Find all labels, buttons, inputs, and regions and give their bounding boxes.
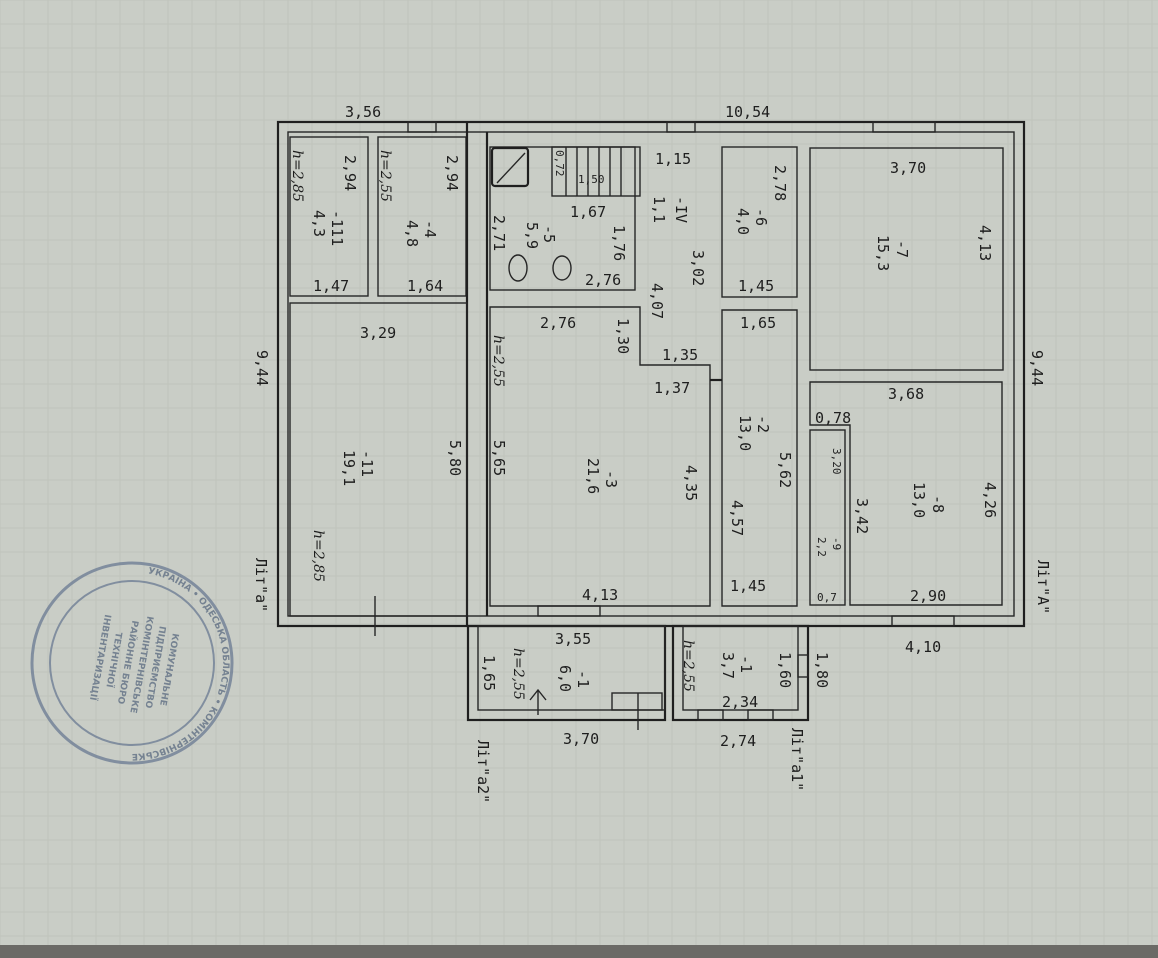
room-3-number: -3 (602, 470, 620, 488)
shower-icon (490, 146, 530, 188)
room-7-width: 3,70 (890, 159, 926, 177)
a2-number: -1 (574, 670, 592, 688)
room-9-area: 2,2 (815, 537, 828, 557)
room-3-width-bottom: 4,13 (582, 586, 618, 604)
room-5-side: 1,76 (610, 225, 628, 261)
room-4-width: 1,64 (407, 277, 443, 295)
room-2-width-bottom: 1,45 (730, 577, 766, 595)
a2-area: 6,0 (556, 665, 574, 692)
room-3-length-left: 5,65 (490, 440, 508, 476)
stairs-number: -IV (672, 196, 690, 223)
room-8-area: 13,0 (910, 482, 928, 518)
stairs-length: 1,50 (578, 173, 605, 186)
room-4-height: h=2,55 (377, 150, 393, 202)
room-5-area: 5,9 (523, 222, 541, 249)
room-111-height: h=2,85 (289, 150, 305, 202)
room-3-length-right: 4,35 (682, 465, 700, 501)
sink-icon (552, 255, 572, 281)
a1-height: h=2,55 (680, 640, 696, 692)
room-2-length: 5,62 (776, 452, 794, 488)
bottom-edge (0, 945, 1158, 958)
room-11-height: h=2,85 (310, 530, 326, 582)
dim-bottom-right: 4,10 (905, 638, 941, 656)
litera-A: Літ"А" (1034, 560, 1052, 614)
room-2-area: 13,0 (736, 415, 754, 451)
room-11-width: 3,29 (360, 324, 396, 342)
a1-number: -1 (737, 655, 755, 673)
room-11-area: 19,1 (340, 450, 358, 486)
dim-top-left: 3,56 (345, 103, 381, 121)
room-3-area: 21,6 (584, 458, 602, 494)
a2-width-outer: 3,70 (563, 730, 599, 748)
room-11-number: -11 (358, 450, 376, 477)
room-4-length: 2,94 (443, 155, 461, 191)
stairs (565, 147, 622, 196)
a1-width: 2,34 (722, 693, 758, 711)
room-111-length: 2,94 (341, 155, 359, 191)
room-6-length: 2,78 (771, 165, 789, 201)
room-6-area: 4,0 (734, 208, 752, 235)
room-3-height: h=2,55 (490, 335, 506, 387)
room-2-number: -2 (754, 415, 772, 433)
a2-height: h=2,55 (510, 648, 526, 700)
room-3-step-w2: 1,37 (654, 379, 690, 397)
room-9-width: 0,7 (817, 591, 837, 604)
room-111-number: -111 (328, 210, 346, 246)
dim-left: 9,44 (253, 350, 271, 386)
room-11-length: 5,80 (446, 440, 464, 476)
a1-area: 3,7 (719, 652, 737, 679)
room-3-step: 1,30 (614, 318, 632, 354)
room-6-width: 1,45 (738, 277, 774, 295)
a1-width-outer: 2,74 (720, 732, 756, 750)
room-7-area: 15,3 (874, 235, 892, 271)
room-4-area: 4,8 (403, 220, 421, 247)
stairs-side-b: 4,07 (648, 283, 666, 319)
room-111-width: 1,47 (313, 277, 349, 295)
a2-width-top: 3,55 (555, 630, 591, 648)
a1-length: 1,60 (776, 652, 794, 688)
room-2-width-top: 1,65 (740, 314, 776, 332)
room-8-side: 3,42 (853, 498, 871, 534)
room-8-number: -8 (929, 495, 947, 513)
room-2-length-b: 4,57 (728, 500, 746, 536)
room-7-number: -7 (893, 240, 911, 258)
dim-right: 9,44 (1028, 350, 1046, 386)
room-8-notch: 0,78 (815, 409, 851, 427)
a2-length: 1,65 (480, 655, 498, 691)
room-8-length: 4,26 (981, 482, 999, 518)
shower-diagonal (496, 152, 526, 184)
litera-a2: Літ"а2" (474, 740, 492, 803)
room-8-width-top: 3,68 (888, 385, 924, 403)
room-111-area: 4,3 (310, 210, 328, 237)
room-3-step-w: 1,35 (662, 346, 698, 364)
entrance-arrow-head (529, 688, 547, 701)
toilet-icon (508, 254, 528, 282)
room-6-number: -6 (752, 208, 770, 226)
stairs-area: 1,1 (650, 196, 668, 223)
windows (407, 121, 955, 721)
room-3-width-top: 2,76 (540, 314, 576, 332)
stairs-side-a: 3,02 (689, 250, 707, 286)
stairs-width: 0,72 (553, 150, 566, 177)
room-8-width-bottom: 2,90 (910, 587, 946, 605)
litera-a1: Літ"а1" (788, 728, 806, 791)
room-5-length: 2,71 (490, 215, 508, 251)
room-5-number: -5 (540, 225, 558, 243)
dim-top-right: 10,54 (725, 103, 770, 121)
room-7-length: 4,13 (976, 225, 994, 261)
a1-length-outer: 1,80 (813, 652, 831, 688)
room-5-width-bottom: 2,76 (585, 271, 621, 289)
room-9-number: -9 (830, 537, 843, 550)
litera-a: Літ"а" (252, 558, 270, 612)
stairs-top: 1,15 (655, 150, 691, 168)
room-5-width-top: 1,67 (570, 203, 606, 221)
room-9-length: 3,20 (830, 448, 843, 475)
room-4-number: -4 (421, 220, 439, 238)
